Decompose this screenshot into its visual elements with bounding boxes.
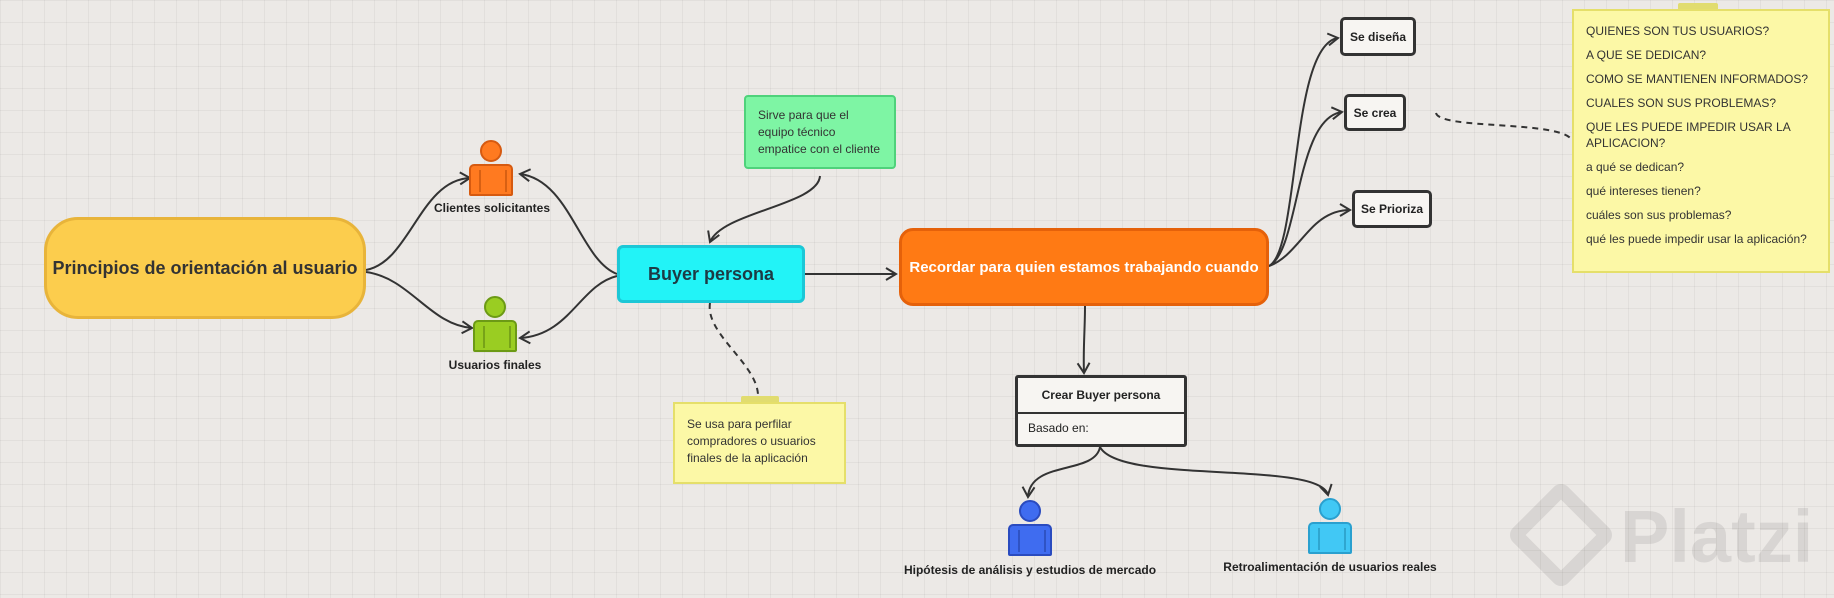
clientes-label: Clientes solicitantes: [433, 201, 551, 215]
person-head: [480, 140, 502, 162]
person-head: [484, 296, 506, 318]
person-icon[interactable]: [1004, 500, 1056, 560]
note-tape: [1678, 3, 1718, 12]
buyer-persona-node[interactable]: Buyer persona: [617, 245, 805, 303]
question-item: qué intereses tienen?: [1586, 184, 1701, 198]
person-icon[interactable]: [1304, 498, 1356, 558]
edge-root-clientes: [365, 171, 472, 271]
person-stripe: [1018, 530, 1046, 552]
note-tape: [741, 396, 779, 405]
person-stripe: [1318, 528, 1346, 550]
crear-buyer-persona-body: Basado en:: [1028, 421, 1089, 435]
root-label: Principios de orientación al usuario: [52, 257, 358, 278]
person-stripe: [483, 326, 511, 348]
edge-greennote-buyer: [707, 175, 821, 244]
edge-recordar-prioriza: [1268, 203, 1352, 267]
edge-crear-retro: [1099, 446, 1333, 497]
recordar-node[interactable]: Recordar para quien estamos trabajando c…: [899, 228, 1269, 306]
usuarios-label: Usuarios finales: [448, 358, 542, 372]
green-note-text: Sirve para que el equipo técnico empatic…: [758, 108, 881, 156]
se-crea-node[interactable]: Se crea: [1344, 94, 1406, 131]
person-icon[interactable]: [465, 140, 517, 200]
root-node[interactable]: Principios de orientación al usuario: [44, 217, 366, 319]
question-item: qué les puede impedir usar la aplicación…: [1586, 232, 1807, 246]
se-disena-label: Se diseña: [1349, 29, 1407, 44]
se-prioriza-label: Se Prioriza: [1360, 202, 1424, 216]
crear-buyer-persona-node[interactable]: Crear Buyer persona Basado en:: [1015, 375, 1187, 447]
question-item: QUIENES SON TUS USUARIOS?: [1586, 24, 1770, 38]
question-item: A QUE SE DEDICAN?: [1586, 48, 1707, 62]
edge-crear-hipotesis: [1021, 446, 1101, 499]
crear-buyer-persona-title: Crear Buyer persona: [1018, 378, 1184, 414]
recordar-label: Recordar para quien estamos trabajando c…: [909, 258, 1259, 276]
edge-recordar-crea: [1268, 106, 1344, 267]
platzi-wordmark: Platzi: [1620, 495, 1814, 578]
platzi-watermark: Platzi: [1505, 479, 1830, 591]
edge-buyer-yellownote: [708, 302, 760, 399]
edge-root-usuarios: [365, 271, 474, 335]
edge-recordar-crear: [1076, 305, 1091, 375]
se-prioriza-node[interactable]: Se Prioriza: [1352, 190, 1432, 228]
hipotesis-label: Hipótesis de análisis y estudios de merc…: [903, 563, 1157, 577]
yellow-note[interactable]: Se usa para perfilar compradores o usuar…: [673, 402, 846, 484]
edge-buyer-usuarios: [518, 275, 618, 345]
person-icon[interactable]: [469, 296, 521, 356]
question-item: a qué se dedican?: [1586, 160, 1685, 174]
questions-note[interactable]: QUIENES SON TUS USUARIOS? A QUE SE DEDIC…: [1572, 9, 1830, 273]
person-stripe: [479, 170, 507, 192]
buyer-persona-label: Buyer persona: [647, 263, 775, 284]
edge-recordar-disena: [1268, 32, 1340, 267]
retro-label: Retroalimentación de usuarios reales: [1223, 560, 1437, 574]
yellow-note-text: Se usa para perfilar compradores o usuar…: [687, 417, 816, 465]
question-item: CUALES SON SUS PROBLEMAS?: [1586, 96, 1777, 110]
person-head: [1019, 500, 1041, 522]
green-note[interactable]: Sirve para que el equipo técnico empatic…: [744, 95, 896, 169]
person-head: [1319, 498, 1341, 520]
platzi-logo-icon: [1505, 479, 1617, 591]
edge-crea-questions: [1435, 112, 1573, 141]
se-disena-node[interactable]: Se diseña: [1340, 17, 1416, 56]
se-crea-label: Se crea: [1353, 105, 1397, 120]
question-item: QUE LES PUEDE IMPEDIR USAR LA APLICACION…: [1586, 120, 1791, 150]
question-item: COMO SE MANTIENEN INFORMADOS?: [1586, 72, 1809, 86]
question-item: cuáles son sus problemas?: [1586, 208, 1732, 222]
edge-buyer-clientes: [518, 168, 618, 275]
